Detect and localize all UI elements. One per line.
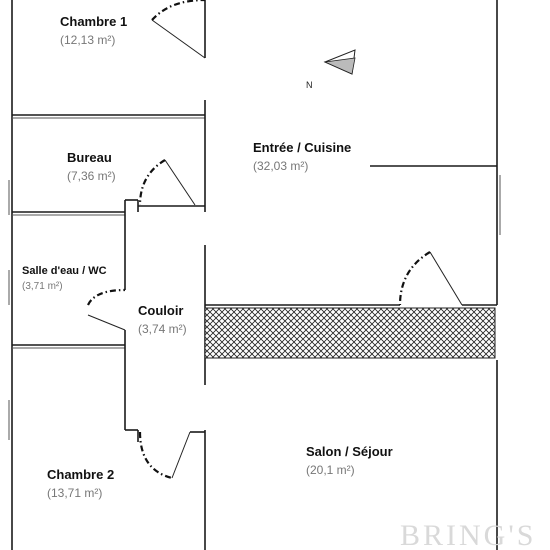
room-bureau: Bureau (7,36 m²) [67,150,116,183]
walls [8,0,501,550]
door-chambre-1 [151,0,206,59]
room-name-bureau: Bureau [67,150,112,165]
north-label: N [306,80,313,90]
room-name-chambre-1: Chambre 1 [60,14,127,29]
room-couloir: Couloir (3,74 m²) [138,303,187,336]
door-chambre-2 [138,431,191,480]
room-area-couloir: (3,74 m²) [138,322,187,336]
door-entree [398,251,463,306]
room-salon-sejour: Salon / Séjour (20,1 m²) [306,444,393,477]
room-name-couloir: Couloir [138,303,184,318]
room-area-entree-cuisine: (32,03 m²) [253,159,308,173]
room-name-salon-sejour: Salon / Séjour [306,444,393,459]
room-chambre-1: Chambre 1 (12,13 m²) [60,14,127,47]
room-area-bureau: (7,36 m²) [67,169,116,183]
room-chambre-2: Chambre 2 (13,71 m²) [47,467,114,500]
watermark: BRING'S [400,519,536,550]
door-salle-eau [87,288,126,331]
room-area-chambre-2: (13,71 m²) [47,486,102,500]
north-arrow-icon: N [306,49,356,90]
room-area-salon-sejour: (20,1 m²) [306,463,355,477]
doors [87,0,463,480]
room-name-entree-cuisine: Entrée / Cuisine [253,140,351,155]
room-name-salle-eau-wc: Salle d'eau / WC [22,265,107,277]
room-area-chambre-1: (12,13 m²) [60,33,115,47]
door-bureau [138,159,196,206]
hatched-wall [204,307,496,359]
room-area-salle-eau-wc: (3,71 m²) [22,281,63,292]
room-entree-cuisine: Entrée / Cuisine (32,03 m²) [253,140,351,173]
room-salle-eau-wc: Salle d'eau / WC (3,71 m²) [22,265,107,292]
room-name-chambre-2: Chambre 2 [47,467,114,482]
